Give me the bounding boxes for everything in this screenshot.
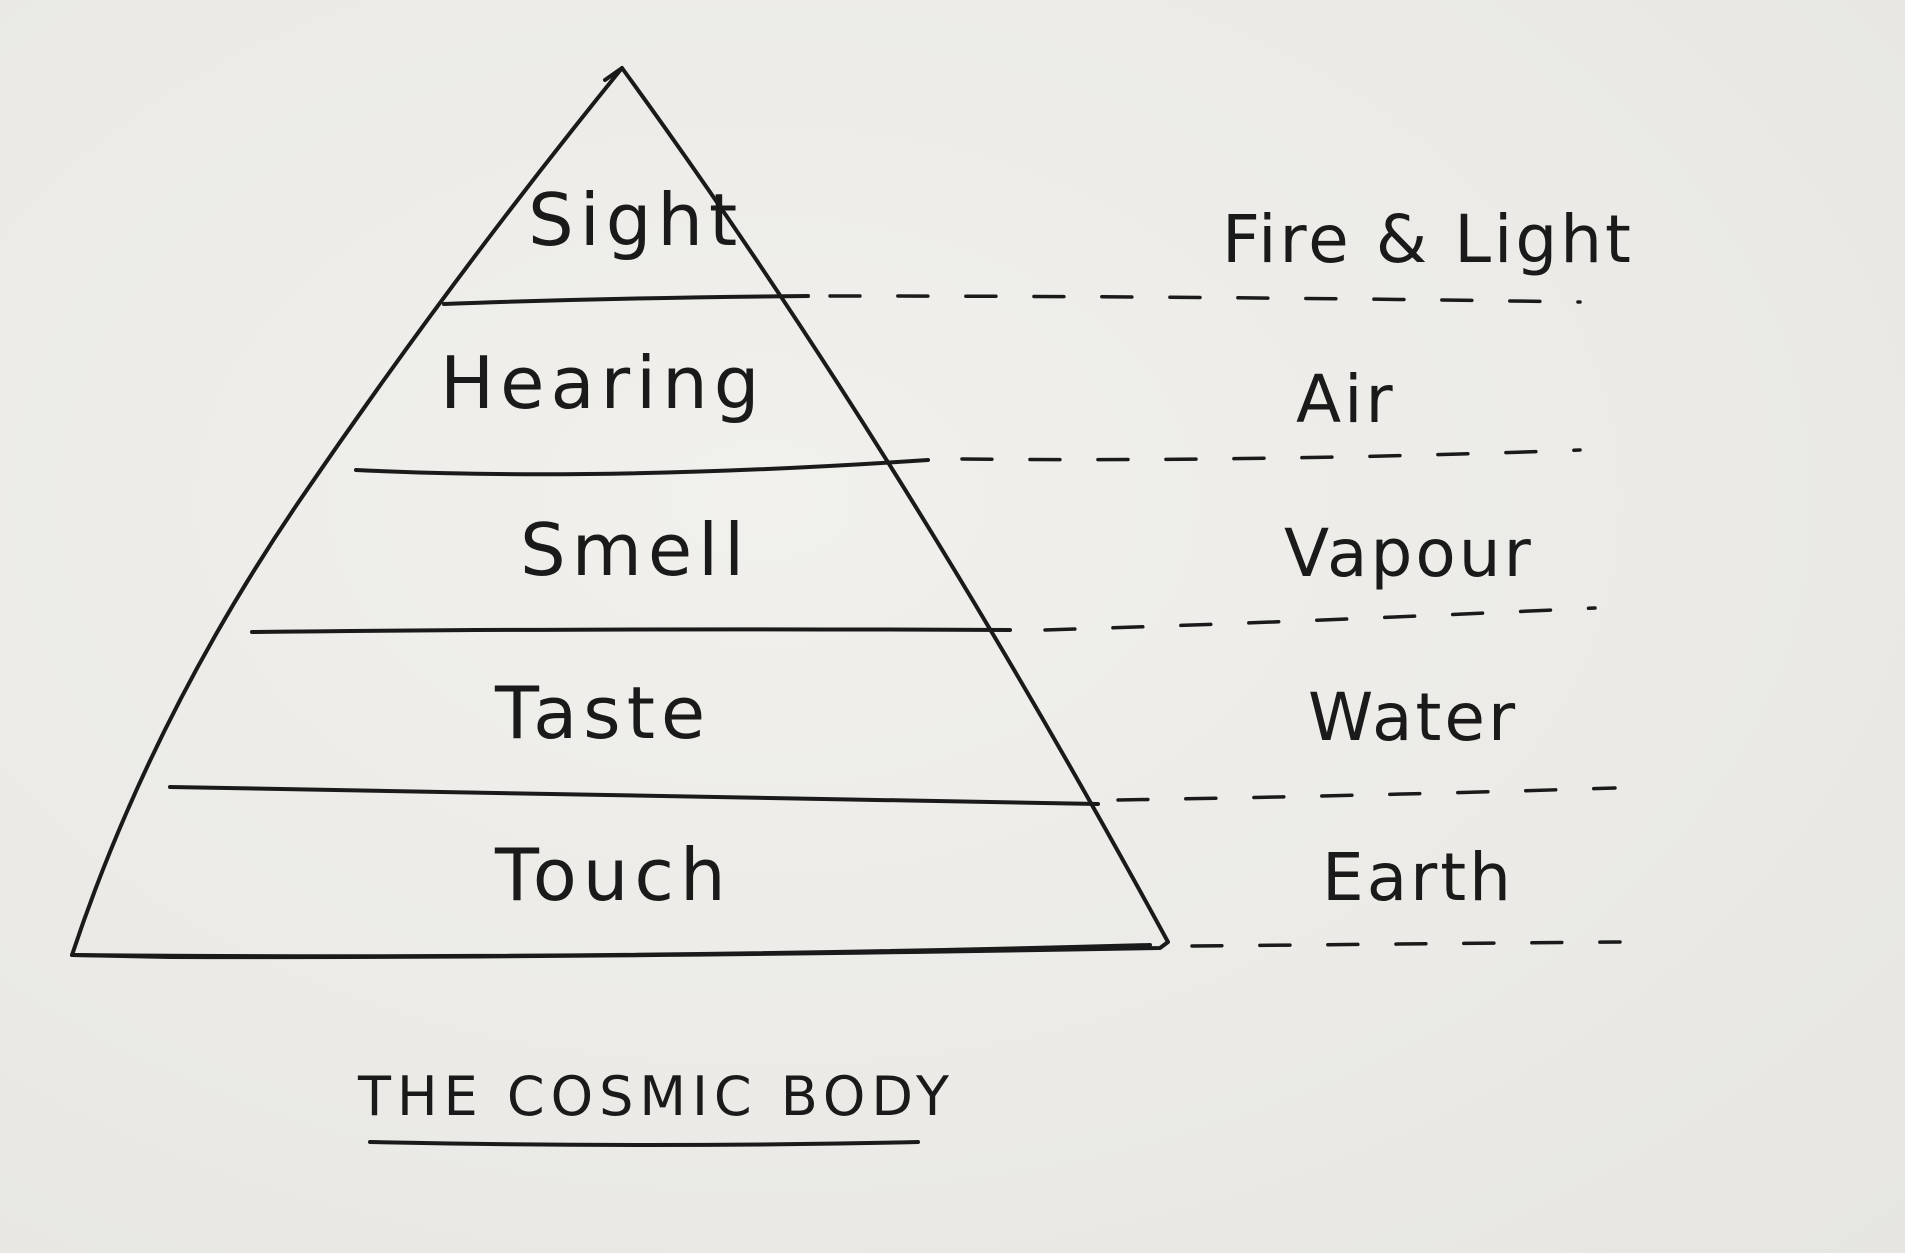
sense-label-touch: Touch <box>494 833 732 917</box>
element-label-fire-light: Fire & Light <box>1222 201 1634 278</box>
divider-4 <box>168 785 1100 806</box>
divider-base <box>70 943 1152 959</box>
dashed-line-5 <box>1190 940 1622 948</box>
title-underline <box>368 1140 920 1147</box>
element-label-vapour: Vapour <box>1284 515 1534 592</box>
divider-1 <box>442 294 810 306</box>
divider-3 <box>250 627 1012 634</box>
sense-label-smell: Smell <box>520 508 750 592</box>
element-label-water: Water <box>1308 679 1518 756</box>
dashed-line-2 <box>960 448 1582 462</box>
dashed-line-4 <box>1116 786 1617 802</box>
sense-label-taste: Taste <box>494 671 711 755</box>
divider-2 <box>354 458 930 477</box>
dashed-line-3 <box>1043 606 1597 632</box>
diagram-title: THE COSMIC BODY <box>357 1065 955 1128</box>
sense-label-hearing: Hearing <box>440 341 766 425</box>
sense-label-sight: Sight <box>528 178 743 262</box>
pyramid-apex-mark <box>603 66 624 82</box>
element-label-earth: Earth <box>1322 839 1514 916</box>
element-label-air: Air <box>1296 361 1396 438</box>
dashed-line-1 <box>828 294 1582 304</box>
